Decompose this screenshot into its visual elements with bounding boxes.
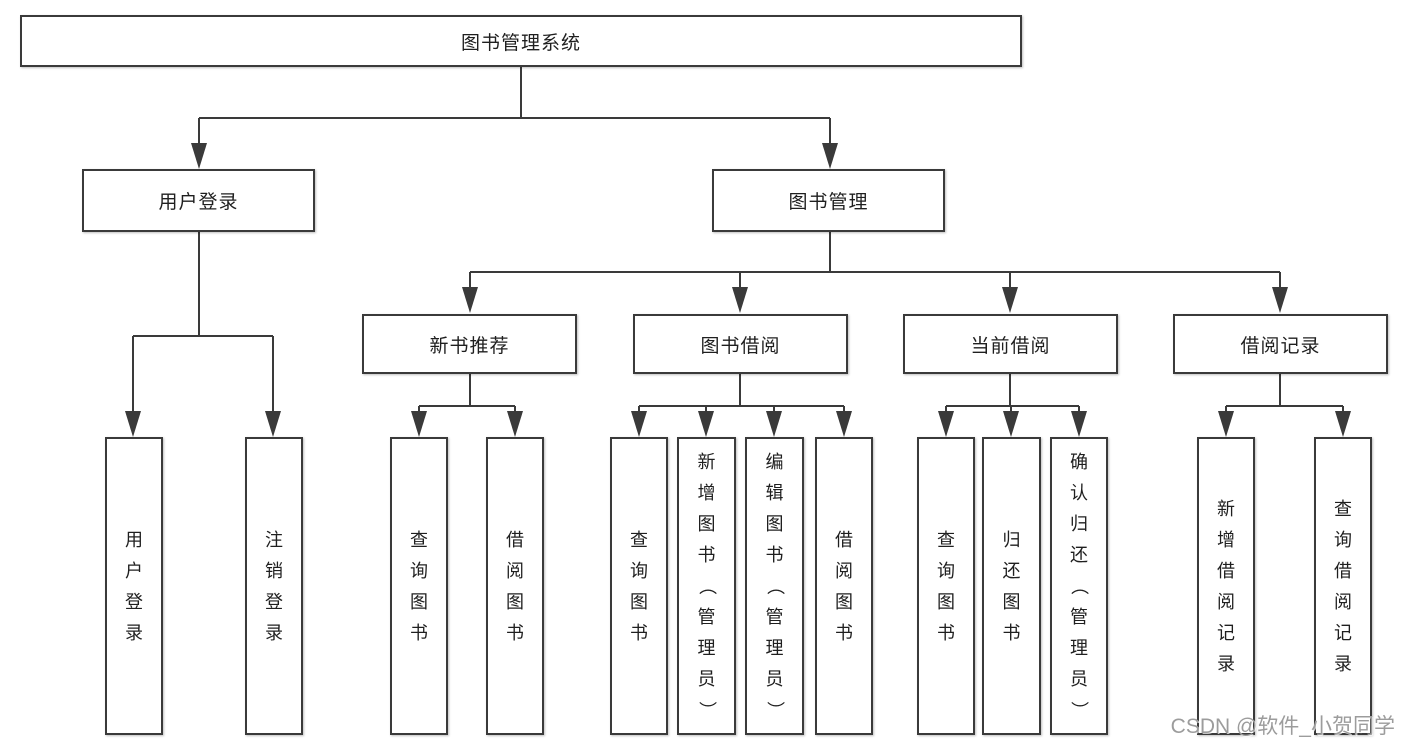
node-library-management-system: 图书管理系统 xyxy=(20,15,1022,67)
leaf-borrow-books: 借阅图书 xyxy=(815,437,873,735)
leaf-borrow-books-recommend: 借阅图书 xyxy=(486,437,544,735)
arrowheads-borrow-leaves xyxy=(631,411,852,437)
leaf-user-login: 用户登录 xyxy=(105,437,163,735)
leaf-query-books-current: 查询图书 xyxy=(917,437,975,735)
node-book-management: 图书管理 xyxy=(712,169,945,232)
arrowhead xyxy=(191,143,207,169)
connector-current-to-leaves xyxy=(945,374,1080,413)
connector-bookmgmt-to-level3 xyxy=(469,232,1281,289)
arrowhead xyxy=(1218,411,1234,437)
leaf-confirm-return-admin: 确认归还（管理员） xyxy=(1050,437,1108,735)
arrowhead xyxy=(698,411,714,437)
leaf-query-books-borrow: 查询图书 xyxy=(610,437,668,735)
leaf-add-borrow-record: 新增借阅记录 xyxy=(1197,437,1255,735)
connector-records-to-leaves xyxy=(1225,374,1344,413)
arrowhead xyxy=(732,287,748,313)
leaf-logout: 注销登录 xyxy=(245,437,303,735)
leaf-query-borrow-record: 查询借阅记录 xyxy=(1314,437,1372,735)
arrowhead xyxy=(1002,287,1018,313)
node-new-book-recommend: 新书推荐 xyxy=(362,314,577,374)
leaf-add-books-admin: 新增图书（管理员） xyxy=(677,437,736,735)
arrowheads-recommend-leaves xyxy=(411,411,523,437)
arrowhead xyxy=(1272,287,1288,313)
arrowhead xyxy=(1071,411,1087,437)
connector-root-to-level2 xyxy=(198,67,831,145)
node-book-borrow: 图书借阅 xyxy=(633,314,848,374)
node-current-borrow: 当前借阅 xyxy=(903,314,1118,374)
arrowhead xyxy=(822,143,838,169)
arrowhead xyxy=(631,411,647,437)
connector-userlogin-to-leaves xyxy=(132,232,274,413)
arrowheads-user-leaves xyxy=(125,411,281,437)
connector-borrow-to-leaves xyxy=(638,374,845,413)
arrowheads-current-leaves xyxy=(938,411,1087,437)
arrowhead xyxy=(411,411,427,437)
leaf-edit-books-admin: 编辑图书（管理员） xyxy=(745,437,804,735)
arrowheads-level2 xyxy=(191,143,838,169)
arrowheads-level3 xyxy=(462,287,1288,313)
arrowhead xyxy=(125,411,141,437)
arrowhead xyxy=(507,411,523,437)
node-user-login: 用户登录 xyxy=(82,169,315,232)
arrowhead xyxy=(462,287,478,313)
node-borrow-records: 借阅记录 xyxy=(1173,314,1388,374)
arrowhead xyxy=(1003,411,1019,437)
arrowhead xyxy=(265,411,281,437)
csdn-watermark: CSDN @软件_小贺同学 xyxy=(1170,715,1395,738)
arrowheads-records-leaves xyxy=(1218,411,1351,437)
connector-recommend-to-leaves xyxy=(418,374,516,413)
arrowhead xyxy=(938,411,954,437)
arrowhead xyxy=(836,411,852,437)
leaf-query-books-recommend: 查询图书 xyxy=(390,437,448,735)
arrowhead xyxy=(766,411,782,437)
leaf-return-books: 归还图书 xyxy=(982,437,1041,735)
arrowhead xyxy=(1335,411,1351,437)
